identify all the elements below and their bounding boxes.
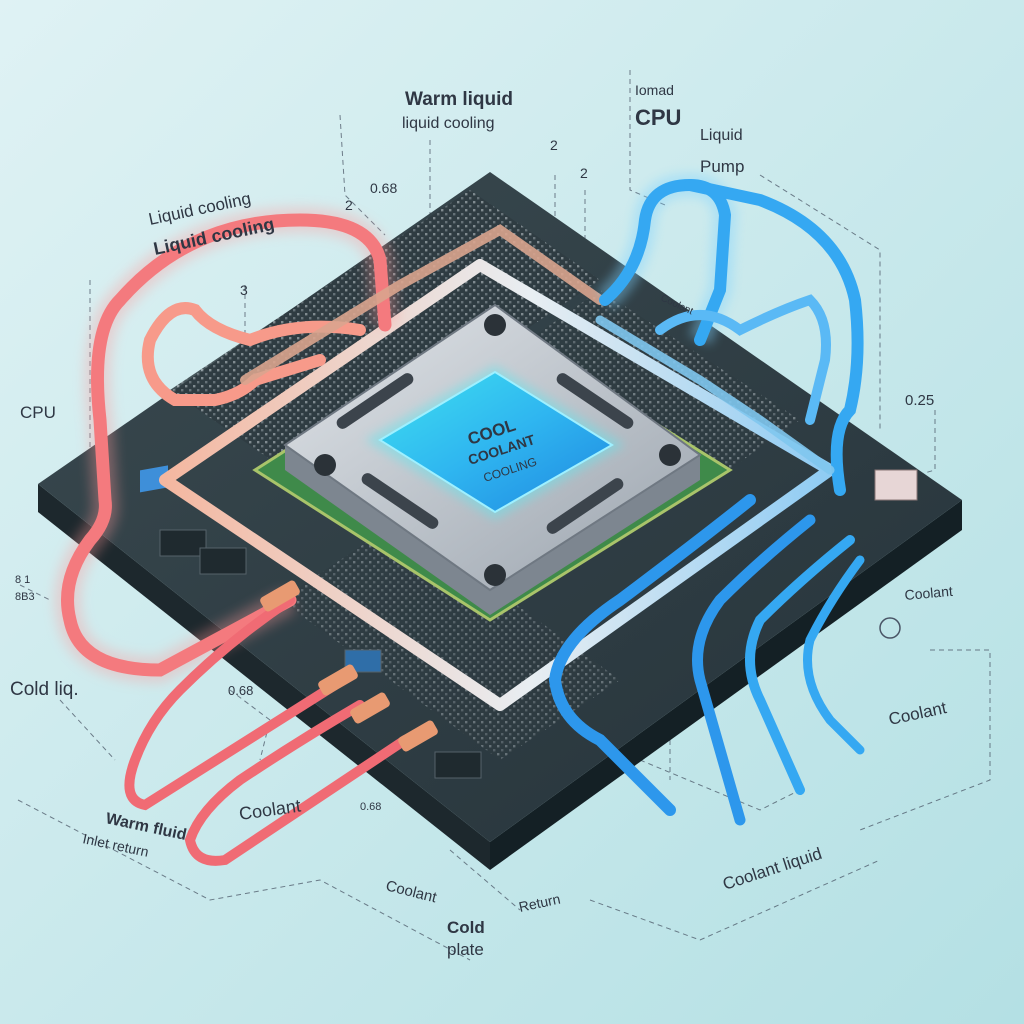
label-left-small-1: 8 1: [15, 574, 30, 586]
cool-tube-pump: [599, 178, 732, 346]
cool-tube-manifold: [595, 315, 835, 475]
label-cpu-top-small: Iomad: [635, 82, 674, 98]
bracket-slot: [336, 373, 414, 429]
cool-liquid-loop: [548, 172, 865, 826]
board-side-right: [490, 500, 962, 870]
fitting: [398, 720, 438, 752]
label-code-068: 0.68: [370, 180, 397, 196]
cool-tube-outlet-4: [803, 555, 865, 755]
label-mid-small-a: 0.68: [228, 683, 253, 698]
cool-tube-outlet-2: [692, 514, 816, 826]
label-left-small-2: 8B3: [15, 591, 35, 603]
warm-tube-outer: [61, 213, 392, 677]
label-pump: Pump: [700, 157, 744, 176]
bracket-slot: [546, 478, 624, 534]
capacitor: [140, 465, 168, 493]
chip-small: [344, 649, 382, 673]
bracket-slot: [361, 473, 439, 529]
label-mid-small-b: 0.68: [360, 801, 381, 813]
label-coolant-right-a: Coolant: [904, 583, 954, 603]
fitting: [260, 580, 300, 612]
screw-hole: [484, 564, 506, 586]
info-marker-icon: [879, 617, 901, 639]
screw-hole: [484, 314, 506, 336]
label-cpu-top: CPU: [635, 105, 681, 130]
component-field-right: [500, 290, 800, 490]
chip-small: [874, 469, 918, 501]
fitting: [350, 692, 390, 724]
screw-hole: [659, 444, 681, 466]
label-num-3: 3: [240, 282, 248, 298]
component-field-bottom: [280, 520, 620, 760]
fitting: [318, 664, 358, 696]
warm-tube-out-2: [184, 700, 410, 866]
label-num-2-c: 2: [580, 165, 588, 181]
label-num-2-a: 2: [345, 197, 353, 213]
warm-tube-inner: [141, 302, 366, 406]
cool-tube-outlet-3: [745, 535, 855, 795]
cpu-chip: [378, 370, 614, 514]
warm-tube-out-1: [124, 595, 340, 811]
warm-liquid-loop: [54, 206, 605, 866]
chip-small: [434, 751, 482, 779]
chip-small: [159, 529, 207, 557]
bracket-side: [285, 445, 700, 615]
label-num-2-b: 2: [550, 137, 558, 153]
board-side-left: [38, 484, 490, 870]
chip-small: [199, 547, 247, 575]
label-cold-plate-2: plate: [447, 940, 484, 959]
label-liquid-cooling-top: liquid cooling: [402, 115, 495, 132]
label-cpu-left: CPU: [20, 403, 56, 422]
cool-tube-right-loop: [684, 179, 864, 496]
label-cold-liq-left: Cold liq.: [10, 679, 79, 700]
label-warm-liquid: Warm liquid: [405, 89, 513, 110]
bracket-slot: [556, 373, 634, 429]
label-cold-plate-1: Cold: [447, 918, 485, 937]
label-code-025: 0.25: [905, 392, 934, 409]
label-liquid-top-right: Liquid: [700, 127, 743, 144]
cold-plate-block: COOL COOLANT COOLING: [283, 303, 702, 615]
screw-hole: [314, 454, 336, 476]
warm-tube-pipe-top: [240, 224, 605, 385]
cool-tube-inner: [655, 294, 831, 425]
cool-tube-outlet-1: [548, 494, 756, 816]
